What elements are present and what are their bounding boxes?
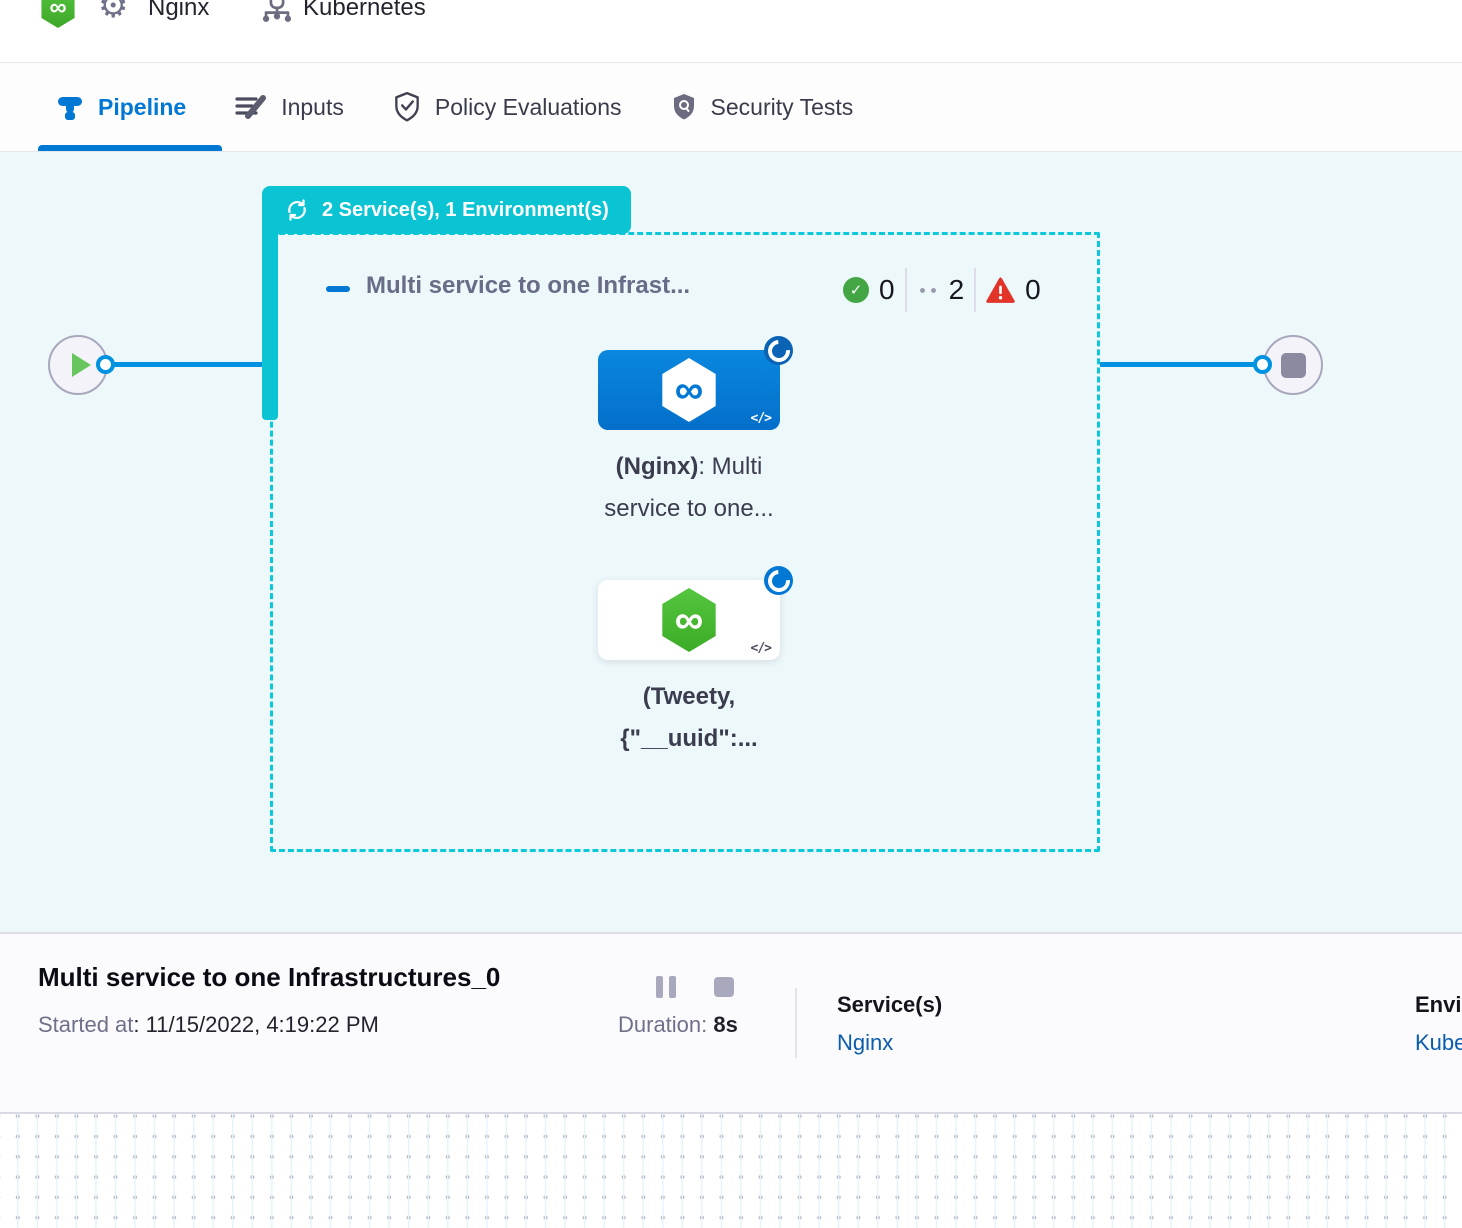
stage-group-spine (262, 228, 278, 420)
shield-scan-icon (670, 91, 698, 123)
harness-logo-icon: ∞ (41, 0, 75, 28)
footer-divider (795, 988, 797, 1058)
tab-security-tests-label: Security Tests (710, 93, 854, 120)
running-count: 2 (948, 274, 965, 305)
tab-pipeline[interactable]: Pipeline (55, 92, 186, 122)
pause-button[interactable] (656, 976, 676, 998)
stage-services-badge[interactable]: 2 Service(s), 1 Environment(s) (262, 186, 631, 234)
running-spinner-badge (764, 566, 793, 595)
execution-tabbar: Pipeline Inputs (0, 63, 1462, 152)
pipeline-end-node[interactable] (1263, 335, 1323, 395)
code-icon: </> (750, 641, 773, 656)
code-icon: </> (750, 411, 773, 426)
abort-button[interactable] (714, 977, 734, 997)
duration: Duration: 8s (618, 1012, 738, 1037)
tab-inputs[interactable]: Inputs (234, 92, 344, 122)
harness-service-icon: ∞ (662, 358, 716, 422)
breadcrumb-pipeline-label[interactable]: Nginx (148, 0, 210, 21)
failed-count: 0 (1025, 274, 1041, 305)
started-at: Started at: 11/15/2022, 4:19:22 PM (38, 1012, 379, 1037)
stop-icon (1280, 352, 1306, 378)
collapse-stage-icon[interactable] (326, 286, 350, 292)
stage-title: Multi service to one Infrast... (366, 272, 691, 299)
failed-count-icon (986, 277, 1015, 304)
play-icon (71, 353, 91, 377)
tab-inputs-label: Inputs (281, 93, 344, 120)
service-node-nginx[interactable]: ∞ </> (598, 336, 793, 430)
environments-label: Environment(s) (1415, 992, 1462, 1017)
pipeline-icon (55, 92, 85, 122)
tab-security-tests[interactable]: Security Tests (670, 91, 854, 123)
breadcrumb-environment-label[interactable]: Kubernetes (303, 0, 426, 21)
run-title: Multi service to one Infrastructures_0 (38, 962, 501, 992)
running-count-icon (917, 287, 939, 293)
edge-start-to-stage (105, 362, 263, 367)
shield-check-icon (392, 91, 422, 123)
counts-divider (904, 268, 907, 312)
breadcrumb-header: ∞ ⚙ Nginx Kubernetes (0, 0, 1462, 63)
tab-policy-evaluations-label: Policy Evaluations (434, 93, 622, 120)
log-grid-area (0, 1112, 1462, 1228)
connector-dot-end (1253, 355, 1272, 374)
success-count: 0 (879, 274, 895, 305)
loop-icon (284, 197, 310, 223)
service-node-tweety[interactable]: ∞ </> (598, 566, 793, 660)
gear-icon[interactable]: ⚙ (98, 0, 129, 25)
stage-status-counts: ✓ 0 2 0 (843, 268, 1041, 312)
service-node-nginx-label: (Nginx): Multi service to one... (604, 453, 774, 522)
services-column: Service(s) Nginx (837, 992, 942, 1056)
counts-divider (974, 268, 977, 312)
environments-link[interactable]: Kubernetes (1415, 1030, 1462, 1055)
run-summary-bar: Multi service to one Infrastructures_0 S… (0, 932, 1462, 1112)
inputs-icon (234, 92, 268, 122)
pipeline-canvas[interactable]: 2 Service(s), 1 Environment(s) Multi ser… (0, 152, 1462, 932)
success-count-icon: ✓ (843, 277, 869, 303)
harness-service-icon: ∞ (662, 588, 716, 652)
active-tab-indicator (38, 145, 222, 151)
service-node-tweety-label: (Tweety, {"__uuid":... (620, 683, 758, 752)
connector-dot-start (96, 355, 115, 374)
edge-stage-to-end (1100, 362, 1260, 367)
stage-badge-label: 2 Service(s), 1 Environment(s) (322, 198, 609, 221)
tab-policy-evaluations[interactable]: Policy Evaluations (392, 91, 622, 123)
services-link[interactable]: Nginx (837, 1030, 894, 1055)
tab-pipeline-label: Pipeline (98, 93, 187, 120)
kubernetes-icon (260, 0, 294, 26)
services-label: Service(s) (837, 992, 943, 1017)
running-spinner-badge (764, 336, 793, 365)
stage-group-container[interactable] (270, 232, 1100, 852)
environments-column: Environment(s) Kubernetes (1415, 992, 1462, 1056)
